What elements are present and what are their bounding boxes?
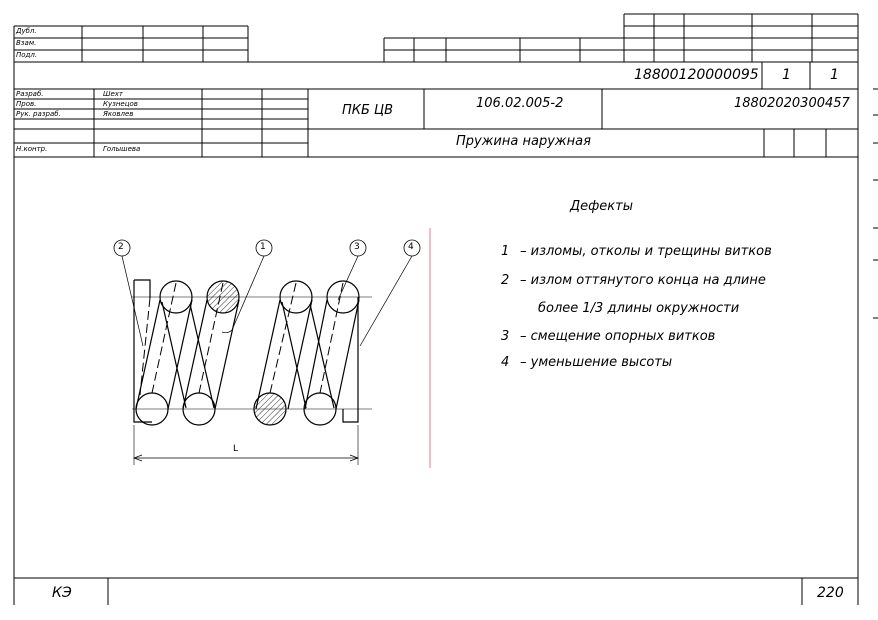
footer-left-label: КЭ (52, 585, 72, 601)
doc-code: 18800120000095 (634, 67, 759, 83)
name-prov: Кузнецов (103, 100, 138, 108)
label-vzam: Взам. (16, 39, 37, 47)
role-razrab: Разраб. (16, 90, 44, 98)
dimension-label: L (233, 444, 239, 454)
defect-text-2-cont: более 1/3 длины окружности (538, 301, 740, 316)
name-razrab: Шехт (103, 90, 124, 98)
name-nkontr: Голышева (103, 145, 141, 153)
label-dubl: Дубл. (16, 27, 37, 35)
designation: 106.02.005-2 (476, 96, 564, 111)
sheet-b: 1 (830, 67, 839, 83)
defect-num-2: 2 (501, 273, 510, 288)
callout-2: 2 (118, 242, 124, 252)
callout-1: 1 (260, 242, 266, 252)
name-ruk: Яковлев (103, 110, 134, 118)
label-podl: Подл. (16, 51, 38, 59)
callout-4: 4 (408, 242, 414, 252)
callout-3: 3 (354, 242, 360, 252)
page-number: 220 (817, 585, 844, 601)
defect-text-1: – изломы, отколы и трещины витков (520, 244, 772, 259)
defect-num-4: 4 (501, 355, 510, 370)
role-nkontr: Н.контр. (16, 145, 48, 153)
product-code: 18802020300457 (734, 96, 850, 111)
sheet-a: 1 (782, 67, 791, 83)
part-name: Пружина наружная (456, 134, 591, 149)
org-name: ПКБ ЦВ (342, 103, 394, 118)
defect-text-2: – излом оттянутого конца на длине (520, 273, 766, 288)
role-ruk: Рук. разраб. (16, 110, 61, 118)
defects-heading: Дефекты (570, 199, 633, 214)
defect-text-3: – смещение опорных витков (520, 329, 716, 344)
defect-text-4: – уменьшение высоты (520, 355, 673, 370)
role-prov: Пров. (16, 100, 37, 108)
defect-num-1: 1 (501, 244, 510, 259)
defect-num-3: 3 (501, 329, 510, 344)
